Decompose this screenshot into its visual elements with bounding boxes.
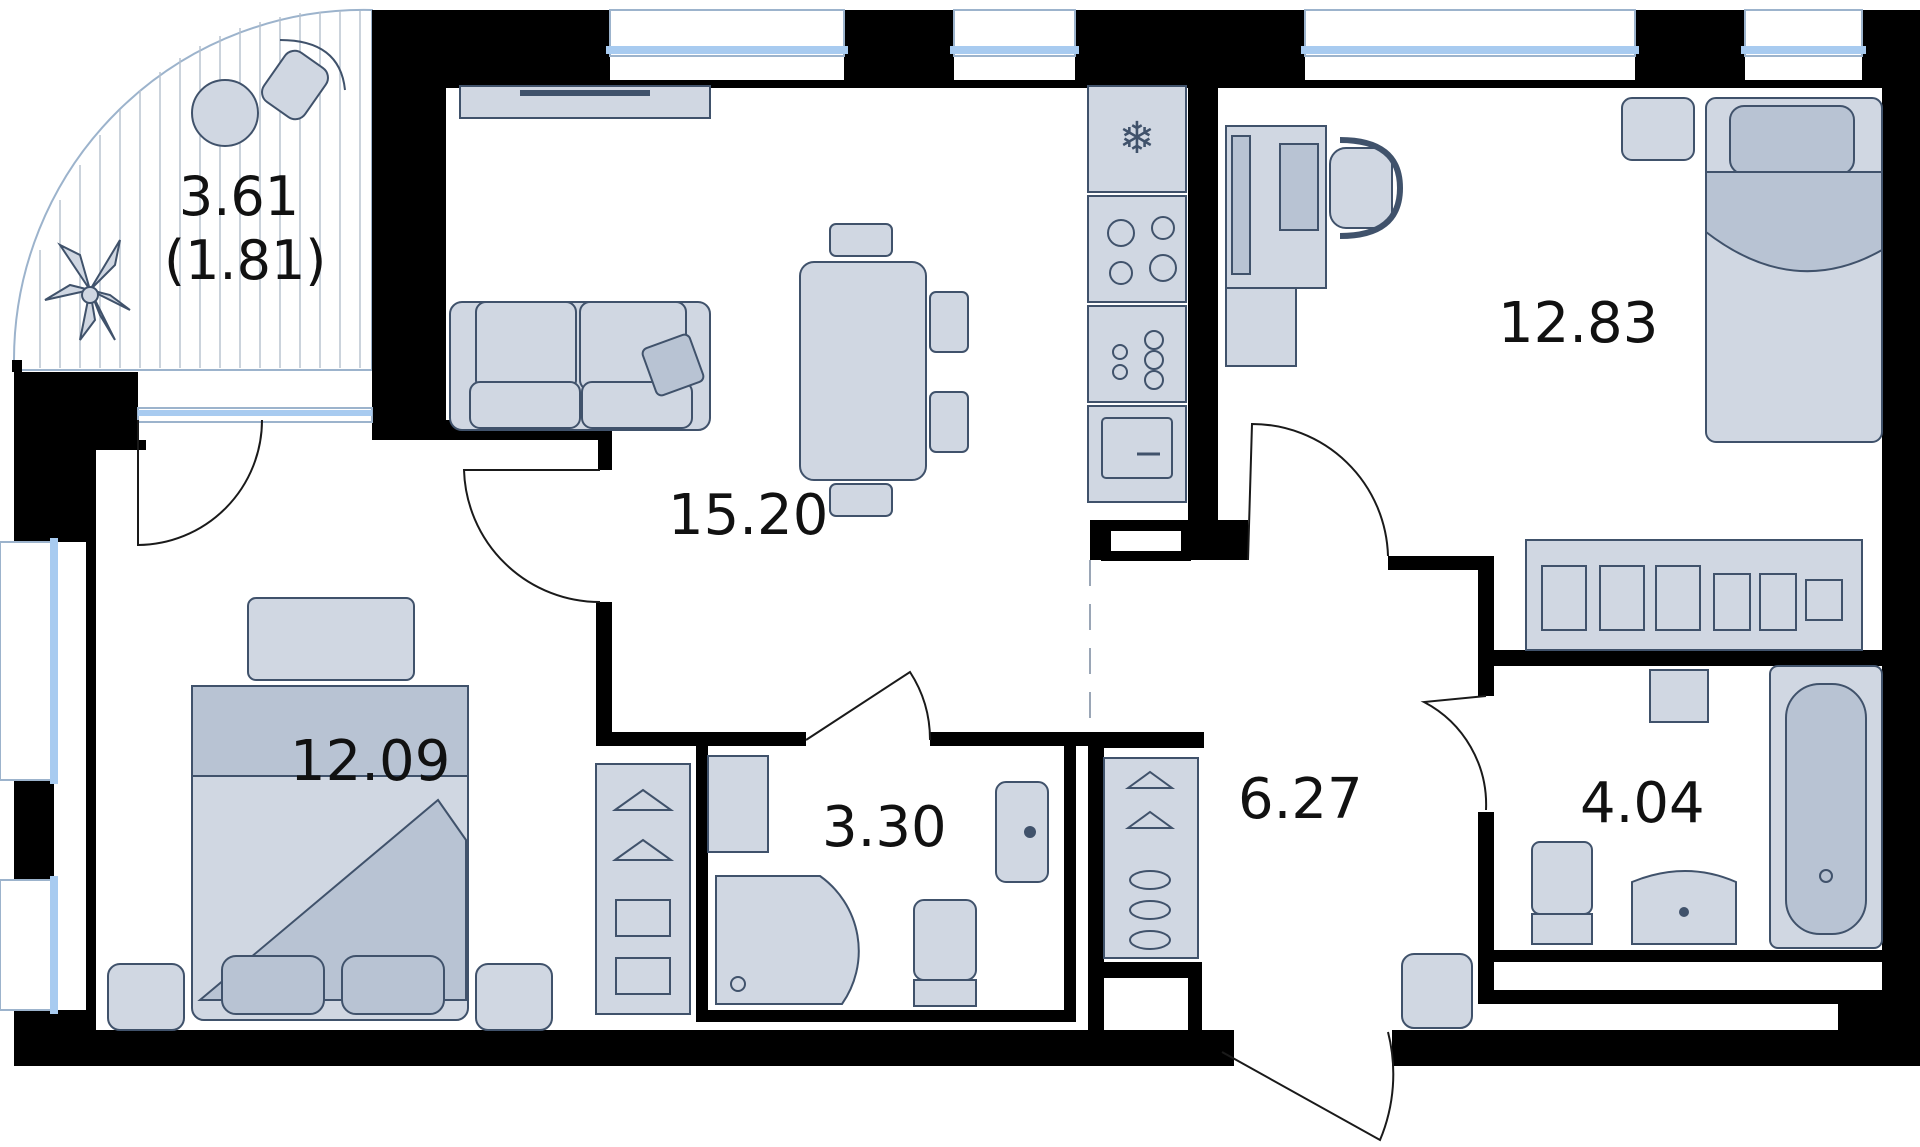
dining-table — [799, 223, 969, 517]
headboard-cushions — [247, 597, 415, 681]
wardrobe-left — [595, 763, 691, 1015]
hob-icon — [1107, 216, 1177, 285]
nightstands-left — [107, 963, 553, 1031]
area-bathroom-large: 4.04 — [1580, 771, 1705, 836]
toilet-icon — [1531, 841, 1593, 945]
area-bathroom-small: 3.30 — [822, 795, 947, 860]
bed-left — [191, 685, 469, 1021]
bathroom-small-furniture — [707, 755, 1049, 1007]
wardrobe-right — [1525, 539, 1863, 651]
hanger-icon — [611, 788, 675, 995]
bathroom-large-furniture — [1531, 665, 1883, 949]
area-bedroom-right: 12.83 — [1498, 291, 1659, 356]
sink-icon — [1024, 826, 1036, 838]
toilet-icon — [913, 899, 977, 1007]
hallway-wardrobe — [1103, 757, 1199, 959]
washing-machine-icon — [1541, 565, 1843, 631]
window-left-1 — [0, 541, 55, 781]
doors — [137, 419, 1488, 1142]
sink-icon — [1631, 870, 1737, 945]
dishes-icon — [1112, 330, 1164, 390]
area-kitchen-living: 15.20 — [668, 483, 829, 548]
tv-unit — [459, 85, 711, 119]
sofa — [449, 301, 711, 431]
door-bath-large — [1420, 695, 1488, 811]
area-balcony-reduced: (1.81) — [164, 228, 327, 292]
balcony-chair — [261, 39, 346, 121]
sink-icon — [1101, 417, 1173, 479]
nightstand-right — [1621, 97, 1695, 161]
shower-icon — [715, 875, 860, 1005]
area-label-balcony: 3.61 (1.81) — [164, 165, 327, 292]
balcony-table — [191, 79, 259, 147]
balcony — [12, 8, 373, 372]
windows — [0, 9, 1866, 1014]
hallway-pouf — [1401, 953, 1473, 1029]
area-hallway: 6.27 — [1238, 767, 1363, 832]
desk — [1225, 125, 1404, 367]
bed-right — [1705, 97, 1883, 443]
plant-icon — [44, 239, 131, 341]
door-small-bath — [805, 670, 932, 741]
snowflake-icon: ❄ — [1119, 113, 1156, 164]
door-bedroom-right — [1247, 422, 1389, 561]
area-bedroom-left: 12.09 — [290, 729, 451, 794]
door-living — [462, 469, 601, 603]
area-balcony: 3.61 — [178, 165, 300, 228]
bathtub-icon — [1769, 665, 1883, 949]
window-left-2 — [0, 879, 55, 1011]
door-entrance — [1221, 1031, 1395, 1142]
door-balcony — [137, 419, 263, 547]
kitchen-counter: ❄ — [1087, 85, 1191, 561]
